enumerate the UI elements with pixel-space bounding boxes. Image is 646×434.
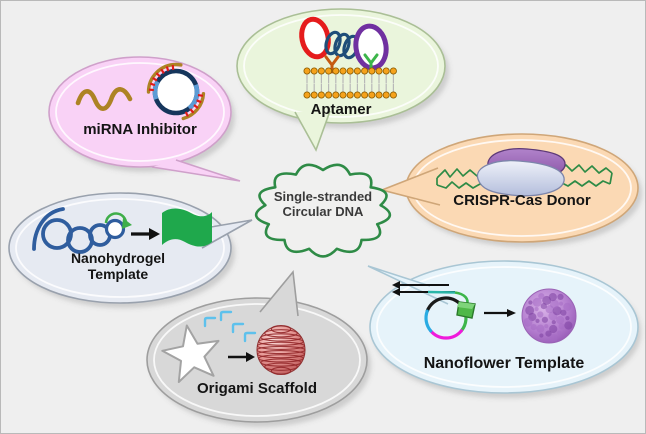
cas-protein-icon	[476, 148, 566, 197]
rolling-circle-coil-icon	[32, 207, 126, 254]
center-cloud	[254, 163, 392, 258]
bubble-nanohydrogel-template	[8, 192, 253, 308]
bubble-inner-line	[376, 266, 632, 388]
nanoflower-texture	[523, 293, 573, 342]
mirna-strand-icon	[75, 87, 133, 111]
bubble-nanohydrogel-label-line2: Template	[87, 266, 149, 282]
bubble-nanohydrogel-body	[8, 192, 232, 304]
staple-strands-icon	[203, 310, 257, 343]
circular-dna-red-icon	[299, 16, 331, 60]
bubble-origami-scaffold	[146, 270, 371, 427]
bubble-mirna-body	[48, 56, 232, 168]
arrow-icon	[484, 309, 516, 317]
bubble-nanoflower-label: Nanoflower Template	[423, 355, 585, 372]
bubble-nanohydrogel-label: Nanohydrogel Template	[40, 250, 196, 282]
bubble-mirna-label: miRNA Inhibitor	[83, 121, 197, 138]
bubble-aptamer	[236, 8, 449, 152]
hybridized-red-ticks	[148, 64, 204, 117]
star-scaffold-icon	[161, 324, 220, 383]
polymerase-icon	[456, 301, 476, 319]
center-label-line2: Circular DNA	[282, 204, 364, 219]
origami-sphere-icon	[256, 324, 306, 376]
bubble-nanoflower-template	[367, 260, 641, 398]
bubble-inner-line	[15, 198, 225, 298]
bubble-aptamer-tail	[294, 110, 331, 152]
bubble-origami-body	[146, 297, 368, 423]
origami-sphere-rings	[256, 324, 306, 376]
antisense-plasmid-icon	[146, 62, 206, 122]
center-label-line1: Single-stranded	[273, 189, 373, 204]
bubble-inner-line	[243, 14, 439, 118]
arrow-icon	[228, 352, 255, 362]
circular-dna-purple-icon	[353, 23, 389, 71]
bubble-origami-label: Origami Scaffold	[196, 380, 318, 397]
bubble-crispr-cas-donor	[379, 133, 642, 247]
bubble-origami-tail	[259, 270, 299, 317]
bubble-nanohydrogel-label-line1: Nanohydrogel	[70, 250, 166, 266]
bubble-crispr-label: CRISPR-Cas Donor	[453, 192, 591, 209]
arrow-icon	[131, 228, 160, 240]
center-cloud-label: Single-stranded Circular DNA	[263, 189, 383, 219]
nanoflower-sphere-icon	[521, 288, 577, 344]
bubble-aptamer-label: Aptamer	[310, 101, 372, 118]
bubble-mirna-tail	[151, 159, 241, 182]
receptor-y-icon	[324, 53, 379, 74]
bubble-nanohydrogel-tail	[201, 219, 253, 249]
flag-icon	[162, 208, 212, 247]
rolling-circle-arrow-icon	[104, 212, 132, 229]
bubble-mirna-inhibitor	[48, 56, 241, 182]
lipid-bilayer-icon	[303, 67, 397, 99]
bubble-inner-line	[55, 62, 225, 162]
cloud-outline	[254, 163, 392, 258]
bubble-inner-line	[153, 303, 361, 417]
